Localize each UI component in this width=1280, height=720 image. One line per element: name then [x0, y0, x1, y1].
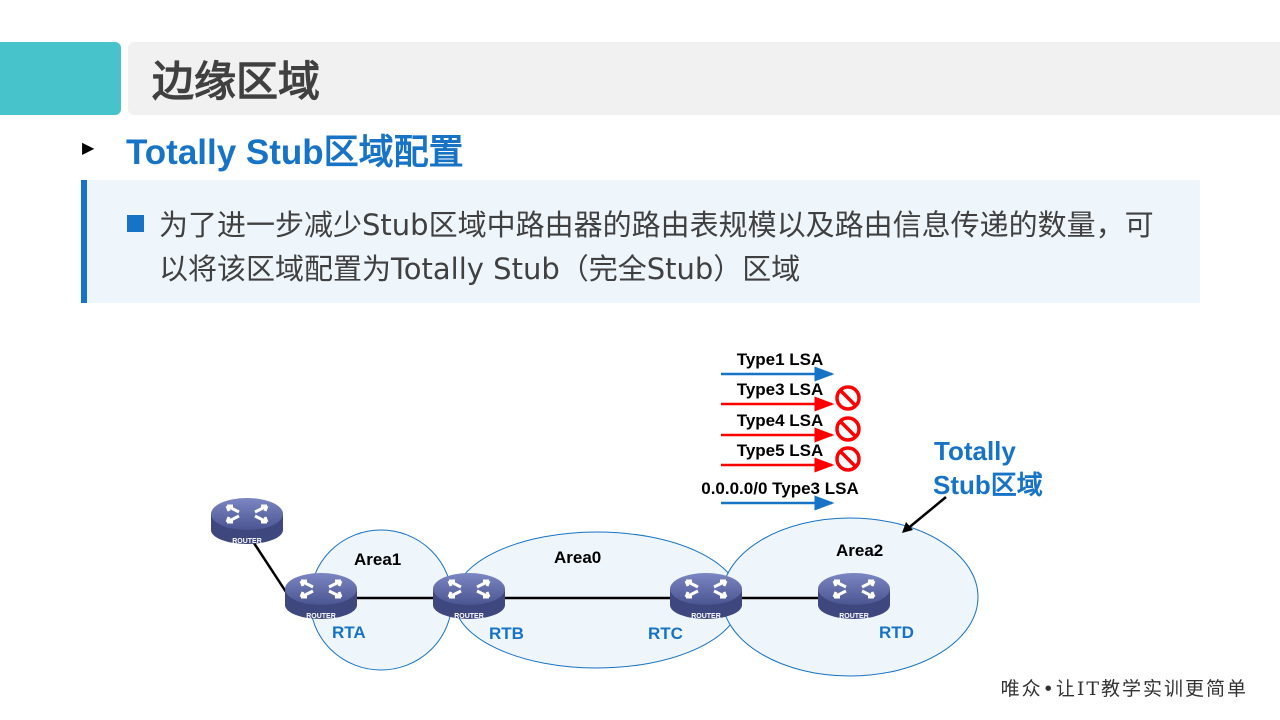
svg-text:ROUTER: ROUTER: [232, 538, 262, 545]
svg-text:ROUTER: ROUTER: [691, 613, 721, 620]
rta-label: RTA: [332, 623, 366, 642]
callout-line2: Stub区域: [933, 470, 1043, 500]
router-rta-icon: ROUTER: [283, 571, 359, 621]
svg-text:ROUTER: ROUTER: [839, 613, 869, 620]
router-rtd-icon: ROUTER: [816, 571, 892, 621]
callout-arrow: [905, 496, 947, 531]
rtd-label: RTD: [879, 623, 914, 642]
lsa-item: Type5 LSA: [721, 441, 861, 473]
lsa-label: 0.0.0.0/0 Type3 LSA: [701, 479, 858, 498]
square-bullet-icon: [127, 215, 144, 232]
area0-label: Area0: [554, 548, 601, 567]
lsa-item: 0.0.0.0/0 Type3 LSA: [701, 479, 859, 511]
lsa-label: Type3 LSA: [737, 380, 824, 399]
page-title: 边缘区域: [152, 57, 321, 106]
section-subtitle: Totally Stub区域配置: [126, 133, 464, 172]
svg-text:ROUTER: ROUTER: [454, 613, 484, 620]
lsa-label: Type1 LSA: [737, 350, 824, 369]
description-text: 为了进一步减少Stub区域中路由器的路由表规模以及路由信息传递的数量，可以将该区…: [159, 208, 1154, 286]
info-box: [81, 180, 1200, 303]
router-rtc-icon: ROUTER: [668, 571, 744, 621]
blocked-icon: [835, 416, 861, 442]
callout-arrowhead: [902, 522, 913, 533]
footer-slogan: 唯众•让IT教学实训更简单: [1000, 678, 1248, 700]
rtc-label: RTC: [648, 624, 683, 643]
area2-label: Area2: [836, 541, 883, 560]
rtb-label: RTB: [489, 624, 524, 643]
lsa-item: Type3 LSA: [721, 380, 861, 412]
lsa-label: Type5 LSA: [737, 441, 824, 460]
callout-line1: Totally: [934, 436, 1016, 466]
blocked-icon: [835, 446, 861, 472]
lsa-item: Type4 LSA: [721, 411, 861, 443]
title-accent: [0, 42, 121, 115]
lsa-label: Type4 LSA: [737, 411, 824, 430]
router-top-icon: ROUTER: [209, 496, 285, 546]
router-rtb-icon: ROUTER: [431, 571, 507, 621]
triangle-bullet-icon: ▶: [82, 138, 95, 157]
area1-label: Area1: [354, 550, 401, 569]
title-bar: [128, 42, 1280, 115]
blocked-icon: [835, 385, 861, 411]
svg-text:ROUTER: ROUTER: [306, 613, 336, 620]
lsa-item: Type1 LSA: [721, 350, 835, 382]
